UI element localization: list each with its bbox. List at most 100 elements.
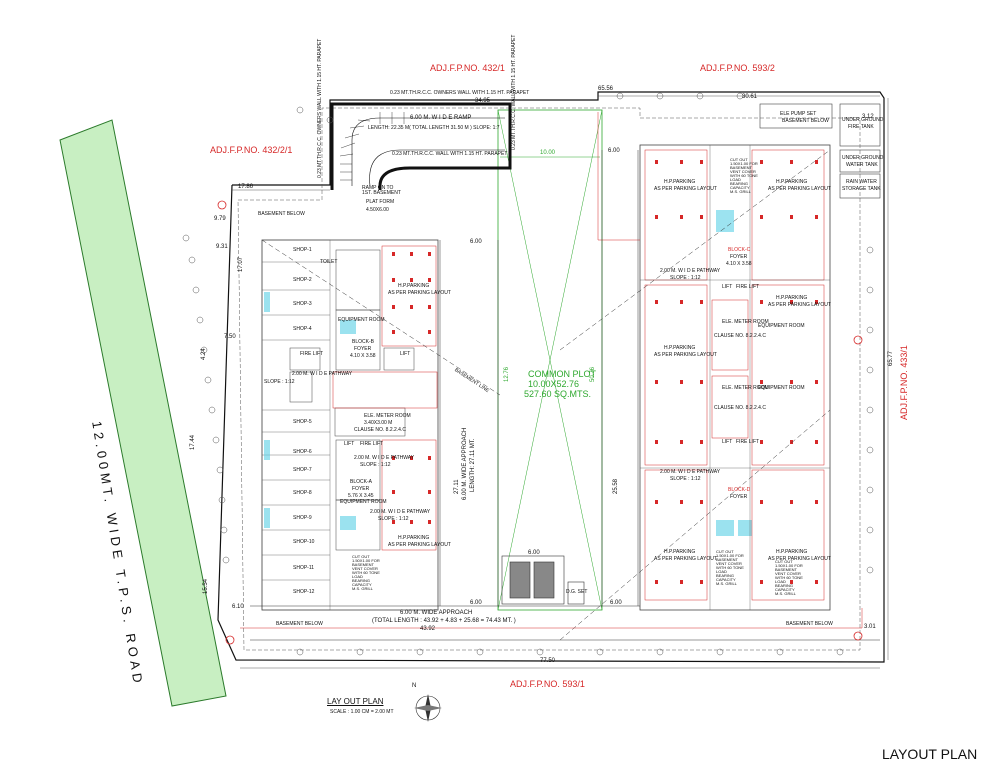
dim-left-5: 17.44: [190, 434, 196, 450]
dim-left-4: 7.50: [224, 334, 236, 340]
cut-out-label: CUT OUT 1.50X1.00 FOR BASEMENT VENT COVE…: [716, 549, 744, 586]
shop-label: SHOP-7: [293, 467, 312, 473]
lift-label: LIFT: [344, 441, 355, 447]
equipment-room-label: EQUIPMENT ROOM: [340, 499, 387, 505]
dimension-lines: [232, 95, 889, 669]
common-plot-diagonal: [497, 109, 603, 611]
shop-label: SHOP-3: [293, 301, 312, 307]
approach-line1: 6.00 M. WIDE APPROACH: [400, 610, 473, 616]
ramp-length-label: LENGTH: 22.35 M( TOTAL LENGTH 31.50 M ) …: [368, 125, 500, 131]
block-c-sub: FOYER: [730, 254, 748, 260]
block-a-name: BLOCK-A: [350, 479, 372, 485]
building-right-grid: [644, 149, 825, 601]
common-plot-line2: 10.00X52.76: [528, 379, 580, 389]
dim-setback-top: 6.00: [608, 148, 620, 154]
clause-label: CLAUSE NO. 8.2.2.4.C: [714, 333, 766, 339]
page-title: LAYOUT PLAN: [882, 746, 978, 762]
adj-right: ADJ.F.P.NO. 433/1: [899, 345, 909, 420]
block-d-name: BLOCK-D: [728, 487, 751, 493]
building-right: [639, 144, 831, 611]
ramp-wall: [330, 102, 512, 190]
shop-label: SHOP-10: [293, 539, 315, 545]
basement-diagonal: [559, 409, 831, 641]
shop-label: SHOP-1: [293, 247, 312, 253]
equipment-room-label: EQUIPMENT ROOM: [758, 385, 805, 391]
dim-left-8: 4.24: [201, 348, 207, 360]
dim-left-6: 15.54: [203, 578, 209, 594]
as-per-label: AS PER PARKING LAYOUT: [768, 556, 831, 562]
fire-lift-label: FIRE LIFT: [736, 439, 760, 445]
dg-set-area: [501, 555, 585, 605]
dim-setback-right: 6.00: [610, 600, 622, 606]
hp-parking-label: H.P.PARKING: [664, 345, 696, 351]
fire-lift-label: FIRE LIFT: [300, 351, 324, 357]
ramp-wall-right-label: 0.23 MT.TH.R.C.C. WALL WITH 1.15 HT. PAR…: [511, 34, 517, 150]
building-right-structure: [640, 145, 830, 610]
dim-left-7: 6.10: [232, 604, 244, 610]
block-c-size: 4.10 X 3.58: [726, 261, 752, 267]
ramp-width-label: 6.00 M. W I D E RAMP: [410, 115, 472, 121]
columns: [392, 160, 818, 584]
basement-line: [240, 608, 863, 629]
building-left-cores: [289, 249, 415, 551]
hp-parking-label: H.P.PARKING: [776, 295, 808, 301]
fire-lift-label: FIRE LIFT: [736, 284, 760, 290]
shop-label: SHOP-2: [293, 277, 312, 283]
hp-parking-label: H.P.PARKING: [776, 549, 808, 555]
inner-boundary: [237, 107, 861, 651]
approach-vertical: 6.00 M. WIDE APPROACH: [462, 427, 468, 500]
shop-label: SHOP-8: [293, 490, 312, 496]
common-plot-line3: 527.60 SQ.MTS.: [524, 389, 592, 399]
pathway-label: 2.00 M. W I D E PATHWAY: [292, 371, 353, 377]
ramp-wall-left-label: 0.23 MT.TH.R.C.C. OWNERS WALL WITH 1.15 …: [317, 38, 323, 178]
block-a-sub: FOYER: [352, 486, 370, 492]
basement-diagonal: [261, 239, 501, 396]
layout-caption: LAY OUT PLAN: [327, 697, 384, 706]
basement-line: [597, 112, 640, 241]
dim-bottom-total: 77.50: [540, 658, 556, 664]
site-boundary: [217, 91, 885, 663]
as-per-label: AS PER PARKING LAYOUT: [654, 186, 717, 192]
approach-line2: (TOTAL LENGTH : 43.92 + 4.83 + 25.68 = 7…: [372, 618, 516, 624]
dim-left-2: 9.79: [214, 216, 226, 222]
tanks: [759, 103, 881, 199]
as-per-label: AS PER PARKING LAYOUT: [654, 556, 717, 562]
plat-form-label: PLAT FORM: [366, 199, 395, 205]
dim-left-3: 9.31: [216, 244, 228, 250]
dim-left-b: 12.76: [504, 366, 510, 382]
dim-left-a: 17.07: [238, 256, 244, 272]
dim-top-right: 30.61: [742, 94, 758, 100]
ramp-inner-curve: [369, 149, 505, 187]
basement-diagonal: [559, 149, 831, 351]
hydrant-markers: [217, 200, 863, 645]
adj-top-right: ADJ.F.P.NO. 593/2: [700, 63, 775, 73]
slope-label: SLOPE : 1:12: [670, 275, 701, 281]
shop-label: SHOP-6: [293, 449, 312, 455]
dim-top-span: 34.95: [475, 98, 491, 104]
equipment-room-label: EQUIPMENT ROOM: [338, 317, 385, 323]
block-a-size: 5.76 X 3.45: [348, 493, 374, 499]
clause-label: CLAUSE NO. 8.2.2.4.C: [354, 427, 406, 433]
dim-left-1: 17.86: [238, 184, 254, 190]
toilet-label: TOILET: [320, 259, 338, 265]
north-arrow-icon: [414, 694, 442, 722]
pathway-label: 2.00 M. W I D E PATHWAY: [354, 455, 415, 461]
pathway-label: 2.00 M. W I D E PATHWAY: [370, 509, 431, 515]
block-d-sub: FOYER: [730, 494, 748, 500]
as-per-label: AS PER PARKING LAYOUT: [388, 290, 451, 296]
road-strip: [59, 119, 227, 707]
slope-label: SLOPE : 1:12: [264, 379, 295, 385]
dim-approach-len: 27.11: [454, 479, 460, 494]
elec-meter-label: ELE. METER ROOM: [722, 385, 769, 391]
pathway-label: 2.00 M. W I D E PATHWAY: [660, 469, 721, 475]
as-per-label: AS PER PARKING LAYOUT: [388, 542, 451, 548]
block-b-size: 4.10 X 3.58: [350, 353, 376, 359]
basement-below-bottom: BASEMENT BELOW: [276, 621, 323, 627]
elec-meter-label: ELE. METER ROOM: [722, 319, 769, 325]
slope-label: SLOPE : 1:12: [670, 476, 701, 482]
hp-parking-label: H.P.PARKING: [398, 283, 430, 289]
shop-label: SHOP-4: [293, 326, 312, 332]
block-c-name: BLOCK-C: [728, 247, 751, 253]
dim-setback-mid: 6.00: [470, 239, 482, 245]
